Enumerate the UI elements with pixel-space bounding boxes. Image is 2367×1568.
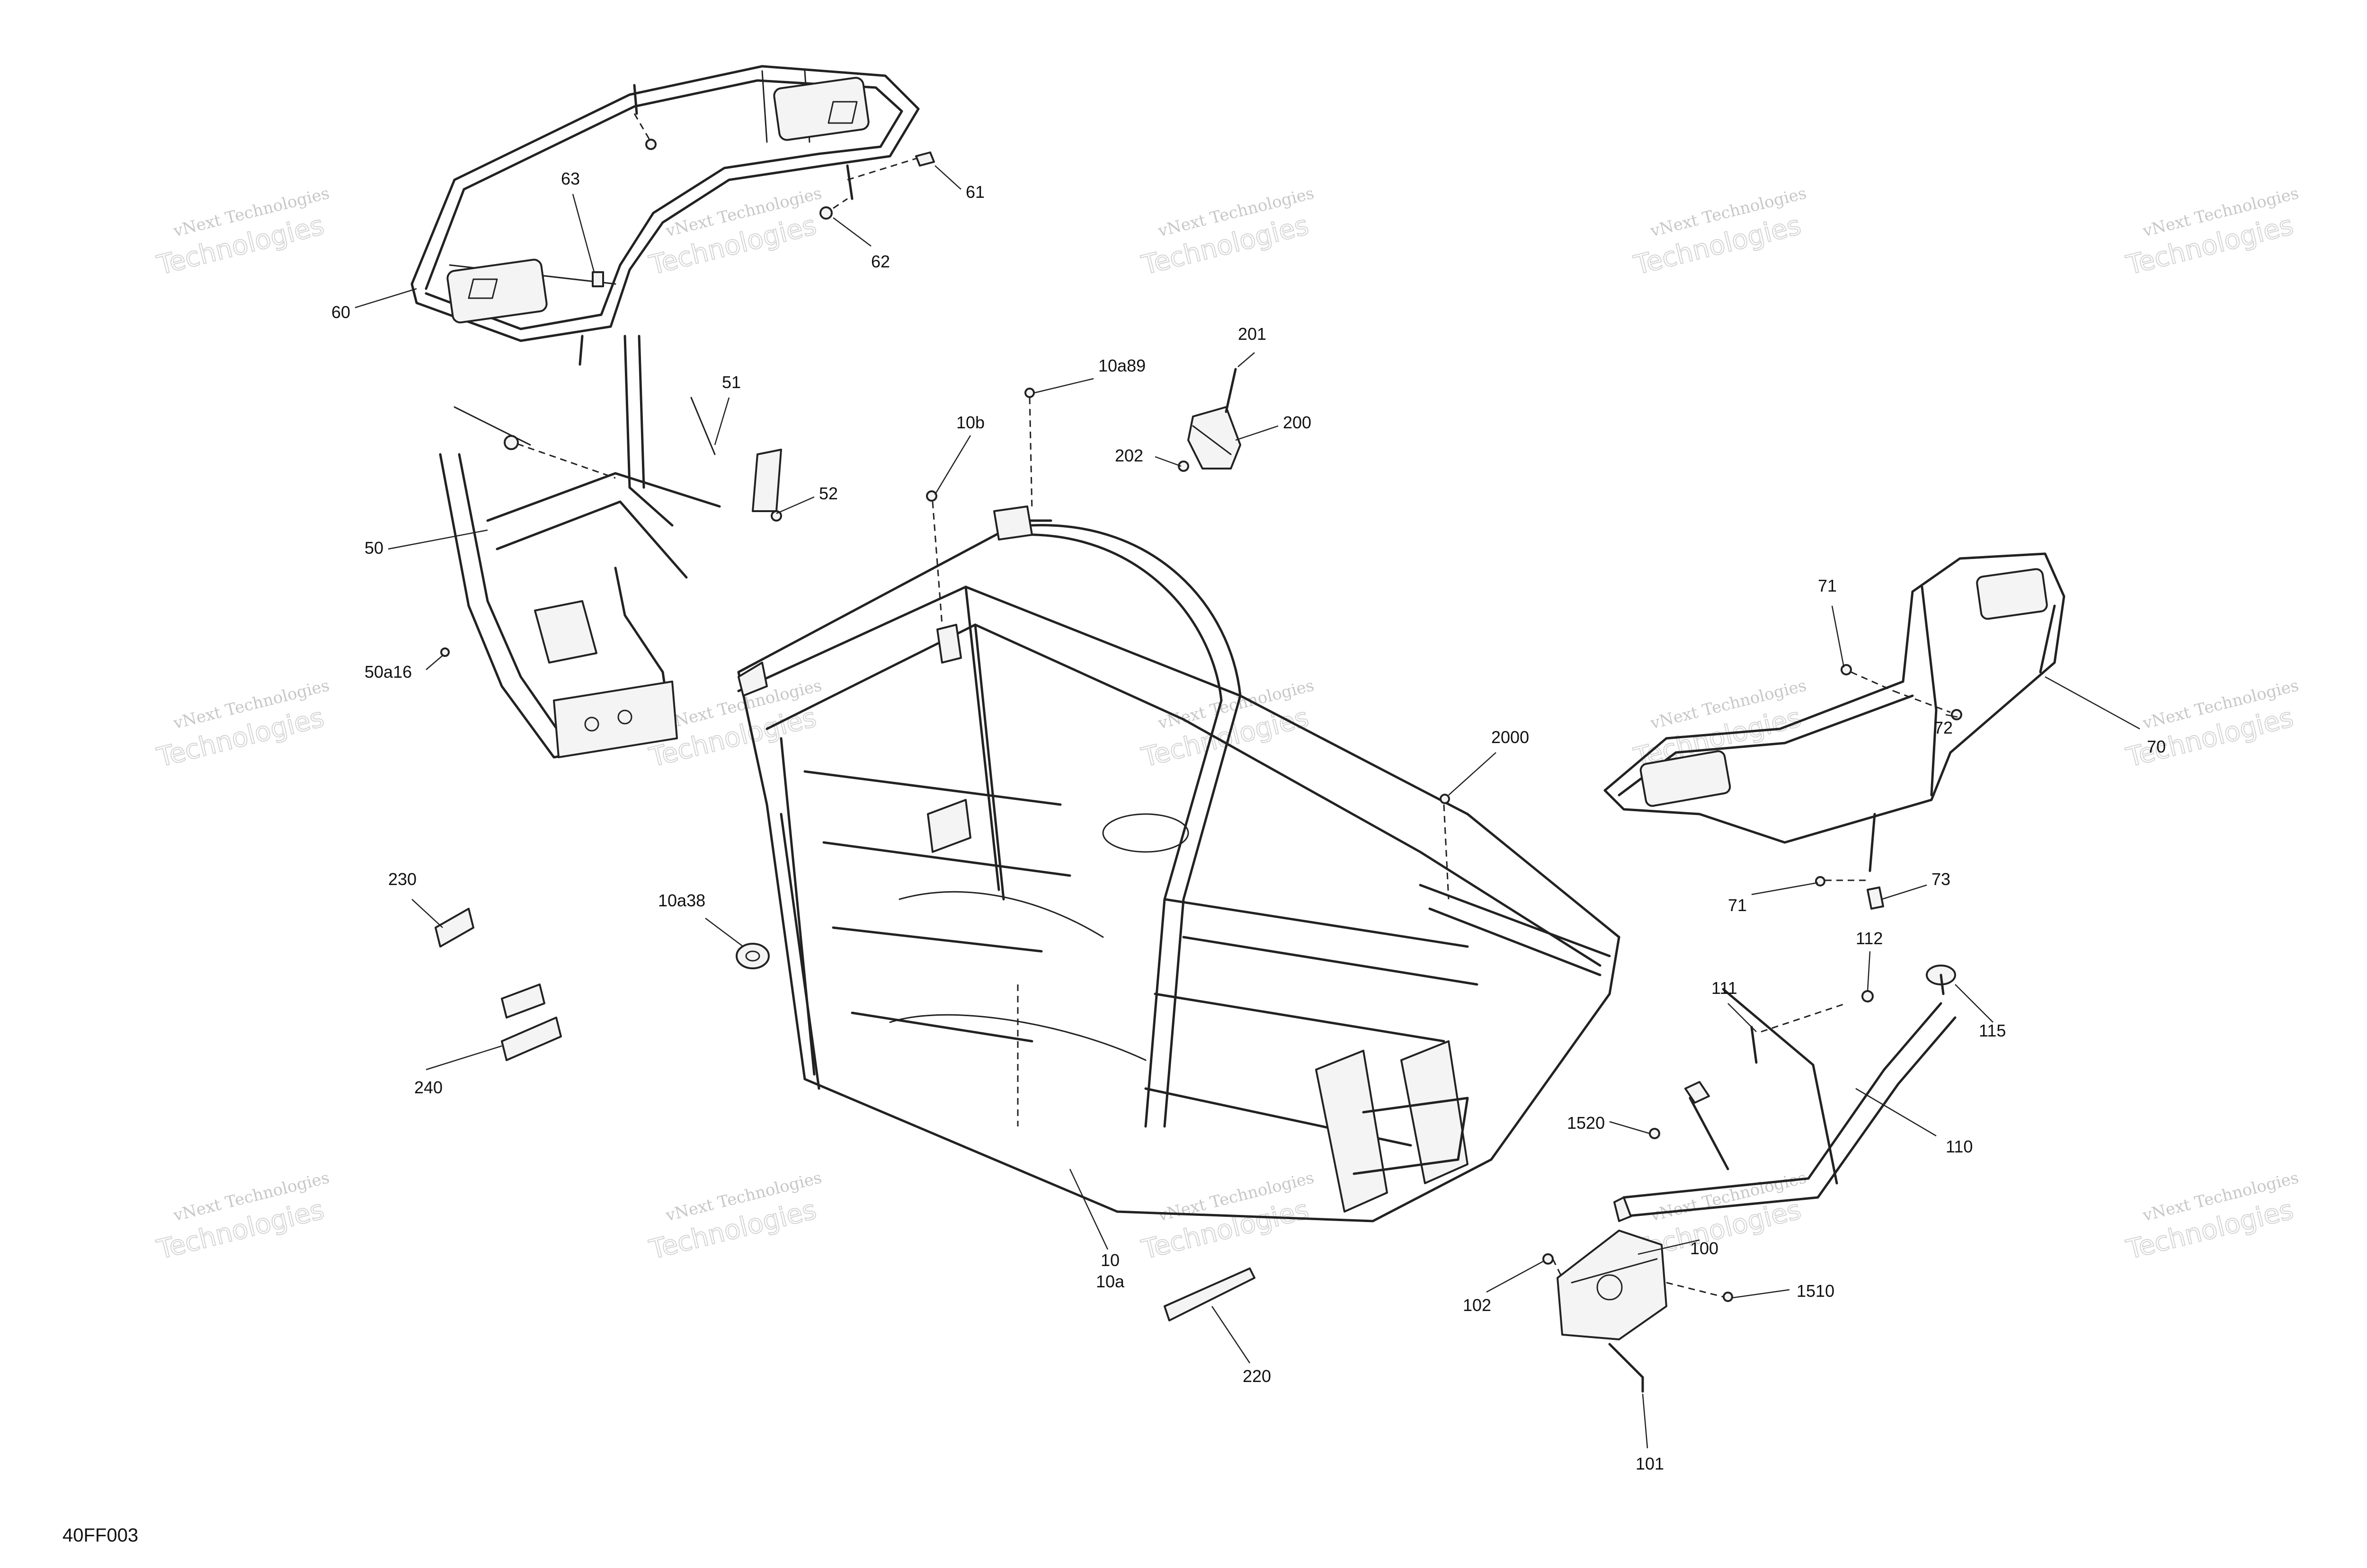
callout-201: 201 — [1238, 324, 1266, 344]
part-200-bracket — [1178, 368, 1241, 472]
callout-61: 61 — [966, 182, 985, 202]
watermark: vNext Technologies Technologies — [2123, 1168, 2301, 1266]
callout-51: 51 — [722, 372, 741, 392]
callout-72: 72 — [1934, 718, 1953, 737]
callout-70: 70 — [2147, 737, 2166, 756]
callout-71-upper: 71 — [1818, 576, 1837, 595]
callout-10a38: 10a38 — [658, 891, 705, 910]
callout-10: 10 — [1101, 1250, 1120, 1270]
part-10-main-frame — [737, 397, 1620, 1223]
watermark: vNext Technologies Technologies — [153, 1168, 331, 1266]
callout-101: 101 — [1636, 1454, 1664, 1473]
callout-2000: 2000 — [1491, 727, 1529, 747]
watermark: vNext Technologies Technologies — [153, 676, 331, 774]
callout-102: 102 — [1463, 1295, 1491, 1315]
watermark: vNext Technologies Technologies — [153, 184, 331, 282]
callout-73: 73 — [1931, 869, 1950, 889]
callout-62: 62 — [871, 252, 890, 271]
callout-labels: 60 61 62 63 51 52 50 50a16 10a89 10b 201… — [331, 169, 2166, 1473]
watermark: vNext Technologies Technologies — [2123, 184, 2301, 282]
callout-52: 52 — [819, 484, 838, 503]
part-10a38-grommet — [736, 943, 770, 969]
callout-230: 230 — [388, 869, 417, 889]
watermark-layer: vNext Technologies Technologies vNext Te… — [153, 184, 2301, 1266]
callout-200: 200 — [1283, 413, 1311, 432]
document-code: 40FF003 — [62, 1525, 139, 1546]
callout-115: 115 — [1979, 1021, 2006, 1040]
callout-240: 240 — [414, 1078, 443, 1097]
hardware-frame-fasteners — [926, 388, 1450, 804]
part-60-upper-rack — [410, 65, 920, 366]
callout-220: 220 — [1243, 1366, 1271, 1386]
part-100-hitch-bracket — [1542, 1230, 1733, 1393]
callout-10b: 10b — [956, 413, 985, 432]
hardware-rack-fasteners — [592, 113, 935, 287]
watermark: vNext Technologies Technologies — [646, 184, 824, 282]
callout-63: 63 — [561, 169, 580, 188]
part-70-rear-rack — [1603, 552, 2065, 910]
callout-10a89: 10a89 — [1098, 356, 1146, 375]
callout-50: 50 — [365, 538, 383, 558]
callout-112: 112 — [1856, 929, 1883, 948]
callout-110: 110 — [1946, 1137, 1973, 1156]
callout-10a: 10a — [1096, 1272, 1125, 1291]
watermark: vNext Technologies Technologies — [1138, 184, 1316, 282]
callout-1520: 1520 — [1567, 1113, 1605, 1133]
leader-lines — [355, 165, 2140, 1449]
callout-111: 111 — [1711, 978, 1737, 998]
part-220-strip — [1164, 1267, 1255, 1321]
callout-100: 100 — [1690, 1239, 1718, 1258]
callout-60: 60 — [331, 302, 350, 322]
callout-1510: 1510 — [1797, 1281, 1834, 1301]
watermark: vNext Technologies Technologies — [1630, 184, 1808, 282]
part-230-plate — [435, 908, 474, 948]
watermark: vNext Technologies Technologies — [2123, 676, 2301, 774]
part-240-plates — [501, 983, 562, 1061]
callout-50a16: 50a16 — [365, 662, 412, 682]
callout-202: 202 — [1115, 446, 1143, 465]
watermark: vNext Technologies Technologies — [646, 1168, 824, 1266]
part-50-front-bracket — [439, 335, 782, 759]
callout-71-lower: 71 — [1728, 895, 1747, 915]
part-110-rear-bumper — [1613, 965, 1957, 1222]
